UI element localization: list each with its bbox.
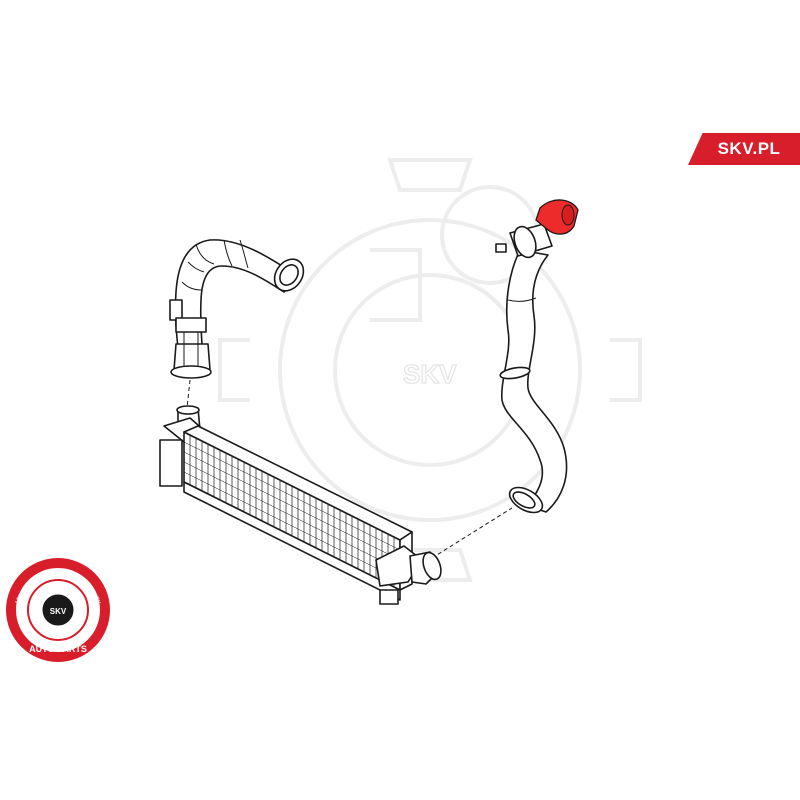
radiator-row-line bbox=[183, 441, 401, 551]
seal-badge: SKV AFTERMARKET PRICE · OE QUALITY AUTO … bbox=[6, 558, 110, 662]
brand-tab[interactable]: SKV.PL bbox=[688, 133, 800, 165]
radiator-row-line bbox=[183, 451, 401, 561]
seal-gear-icon bbox=[41, 593, 75, 627]
seal-bottom-text: AUTO PARTS bbox=[29, 644, 87, 654]
right-outlet-pipe bbox=[495, 199, 579, 514]
watermark-text: SKV bbox=[403, 359, 457, 389]
gear-watermark-icon bbox=[218, 158, 642, 582]
radiator-row-line bbox=[183, 471, 401, 581]
brand-label: SKV.PL bbox=[717, 139, 781, 158]
intercooler bbox=[159, 405, 442, 605]
left-intake-pipe bbox=[169, 239, 305, 379]
connector-dashed-line bbox=[431, 507, 513, 559]
connector-dashed-line bbox=[186, 379, 191, 409]
seal-center-text: SKV bbox=[50, 607, 67, 616]
radiator-row-line bbox=[183, 461, 401, 571]
